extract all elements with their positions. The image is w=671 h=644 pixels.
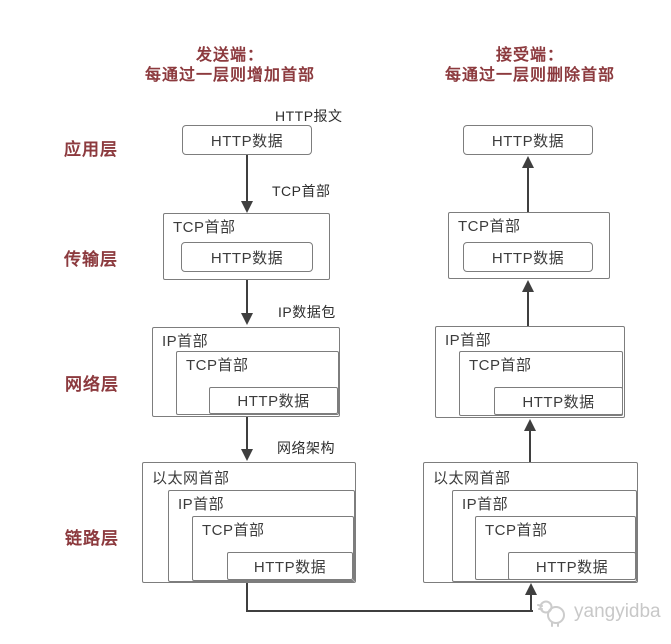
box-label: IP首部 xyxy=(162,333,209,350)
bird-logo-icon xyxy=(537,600,565,627)
sender-app-http-data-box: HTTP数据 xyxy=(182,125,312,155)
box-label: HTTP数据 xyxy=(210,249,284,267)
connector-down-line xyxy=(246,583,248,612)
connector-up-line xyxy=(530,594,532,612)
flow-label-tcp-header: TCP首部 xyxy=(272,183,331,199)
box-label: TCP首部 xyxy=(469,357,532,374)
box-label: HTTP数据 xyxy=(210,132,284,150)
box-label: 以太网首部 xyxy=(152,470,230,487)
receiver-link-http-data-box: HTTP数据 xyxy=(508,552,636,580)
receiver-transport-tcp-box: TCP首部 xyxy=(448,212,610,279)
box-label: 以太网首部 xyxy=(433,470,511,487)
sender-title-line2: 每通过一层则增加首部 xyxy=(144,67,315,84)
flow-label-http-message: HTTP报文 xyxy=(275,108,343,124)
receiver-link-ethernet-box: 以太网首部 xyxy=(423,462,638,583)
sender-link-ethernet-box: 以太网首部 xyxy=(142,462,356,583)
sender-arrow-1-line xyxy=(246,155,248,202)
box-label: TCP首部 xyxy=(173,219,236,236)
box-label: IP首部 xyxy=(178,496,225,513)
flow-label-network-arch: 网络架构 xyxy=(277,440,335,456)
receiver-network-ip-box: IP首部 xyxy=(435,326,625,418)
receiver-link-ip-box: IP首部 xyxy=(452,490,637,582)
layer-label-transport: 传输层 xyxy=(64,250,118,269)
sender-network-http-data-box: HTTP数据 xyxy=(209,387,338,414)
box-label: HTTP数据 xyxy=(491,132,565,150)
sender-arrow-2-head-icon xyxy=(241,313,253,325)
layer-label-link: 链路层 xyxy=(65,529,119,548)
box-label: TCP首部 xyxy=(458,218,521,235)
box-label: HTTP数据 xyxy=(253,558,327,576)
sender-link-ip-box: IP首部 xyxy=(168,490,355,582)
receiver-transport-http-data-box: HTTP数据 xyxy=(463,242,593,272)
receiver-arrow-2-line xyxy=(527,291,529,326)
sender-network-ip-box: IP首部 xyxy=(152,327,340,417)
receiver-arrow-3-line xyxy=(529,430,531,462)
receiver-network-tcp-box: TCP首部 xyxy=(459,351,623,416)
sender-arrow-3-head-icon xyxy=(241,449,253,461)
watermark: yangyidba xyxy=(536,596,661,628)
box-label: HTTP数据 xyxy=(522,393,595,411)
receiver-arrow-1-head-icon xyxy=(522,156,534,168)
receiver-title-line2: 每通过一层则删除首部 xyxy=(444,67,615,84)
layer-label-application: 应用层 xyxy=(64,140,118,159)
receiver-arrow-1-line xyxy=(527,167,529,212)
sender-arrow-2-line xyxy=(246,280,248,314)
box-label: HTTP数据 xyxy=(535,558,609,576)
receiver-app-http-data-box: HTTP数据 xyxy=(463,125,593,155)
connector-arrow-head-icon xyxy=(525,583,537,595)
sender-arrow-3-line xyxy=(246,417,248,450)
box-label: IP首部 xyxy=(445,332,492,349)
sender-arrow-1-head-icon xyxy=(241,201,253,213)
receiver-arrow-2-head-icon xyxy=(522,280,534,292)
box-label: TCP首部 xyxy=(186,357,249,374)
sender-link-http-data-box: HTTP数据 xyxy=(227,552,353,580)
receiver-title-line1: 接受端： xyxy=(495,47,564,64)
receiver-title: 接受端： 每通过一层则删除首部 xyxy=(388,46,671,86)
receiver-network-http-data-box: HTTP数据 xyxy=(494,387,623,415)
box-label: HTTP数据 xyxy=(491,249,565,267)
sender-link-tcp-box: TCP首部 xyxy=(192,516,354,581)
box-label: TCP首部 xyxy=(202,522,265,539)
sender-transport-tcp-box: TCP首部 xyxy=(163,213,330,280)
receiver-arrow-3-head-icon xyxy=(524,419,536,431)
sender-title-line1: 发送端： xyxy=(195,47,264,64)
sender-title: 发送端： 每通过一层则增加首部 xyxy=(60,46,400,86)
box-label: IP首部 xyxy=(462,496,509,513)
sender-transport-http-data-box: HTTP数据 xyxy=(181,242,313,272)
sender-network-tcp-box: TCP首部 xyxy=(176,351,339,415)
layer-label-network: 网络层 xyxy=(65,375,119,394)
flow-label-ip-packet: IP数据包 xyxy=(278,304,336,320)
box-label: HTTP数据 xyxy=(237,393,310,410)
watermark-text: yangyidba xyxy=(574,601,661,622)
connector-horizontal-line xyxy=(246,610,533,612)
box-label: TCP首部 xyxy=(485,522,548,539)
